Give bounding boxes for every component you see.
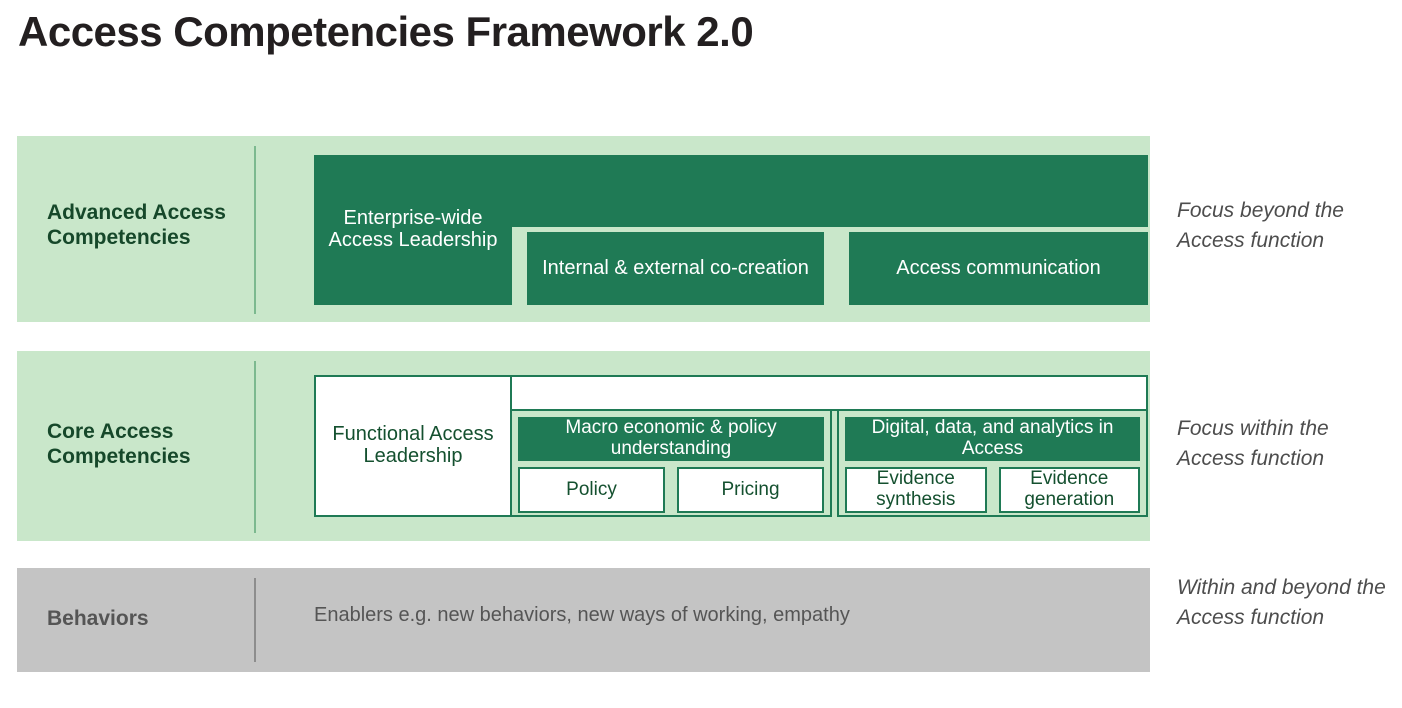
behaviors-description: Enablers e.g. new behaviors, new ways of… [314, 604, 850, 626]
core-group-b-children: Evidence synthesis Evidence generation [845, 467, 1140, 513]
core-functional-access-leadership[interactable]: Functional Access Leadership [314, 375, 512, 517]
band-behaviors-divider [254, 578, 256, 662]
core-group-digital-data-analytics: Digital, data, and analytics in Access E… [837, 409, 1148, 517]
annotation-behaviors: Within and beyond the Access function [1177, 576, 1386, 629]
page-title: Access Competencies Framework 2.0 [18, 8, 754, 55]
core-evidence-synthesis[interactable]: Evidence synthesis [845, 467, 987, 513]
band-core-divider [254, 361, 256, 533]
core-group-a-head[interactable]: Macro economic & policy understanding [518, 417, 824, 461]
core-pricing[interactable]: Pricing [677, 467, 824, 513]
core-policy[interactable]: Policy [518, 467, 665, 513]
band-behaviors-label: Behaviors [47, 607, 149, 630]
band-advanced-access-competencies: Advanced Access Competencies Enterprise-… [17, 136, 1150, 322]
advanced-internal-external-co-creation[interactable]: Internal & external co-creation [527, 232, 824, 305]
annotation-advanced: Focus beyond the Access function [1177, 199, 1344, 252]
band-behaviors: Behaviors Enablers e.g. new behaviors, n… [17, 568, 1150, 672]
core-group-b-head[interactable]: Digital, data, and analytics in Access [845, 417, 1140, 461]
advanced-access-communication[interactable]: Access communication [849, 232, 1148, 305]
band-advanced-content: Enterprise-wide Access Leadership Intern… [297, 136, 1148, 322]
band-advanced-divider [254, 146, 256, 314]
core-group-a-children: Policy Pricing [518, 467, 824, 513]
core-evidence-generation[interactable]: Evidence generation [998, 467, 1140, 513]
band-core-content: Functional Access Leadership Macro econo… [297, 351, 1148, 541]
advanced-enterprise-wide-access-leadership[interactable]: Enterprise-wide Access Leadership [314, 155, 512, 305]
band-core-label: Core Access Competencies [47, 420, 191, 468]
band-advanced-label: Advanced Access Competencies [47, 201, 226, 249]
annotation-core: Focus within the Access function [1177, 417, 1329, 470]
band-core-access-competencies: Core Access Competencies Functional Acce… [17, 351, 1150, 541]
core-group-macro-economic-policy: Macro economic & policy understanding Po… [510, 409, 832, 517]
band-behaviors-content: Enablers e.g. new behaviors, new ways of… [297, 568, 1148, 672]
